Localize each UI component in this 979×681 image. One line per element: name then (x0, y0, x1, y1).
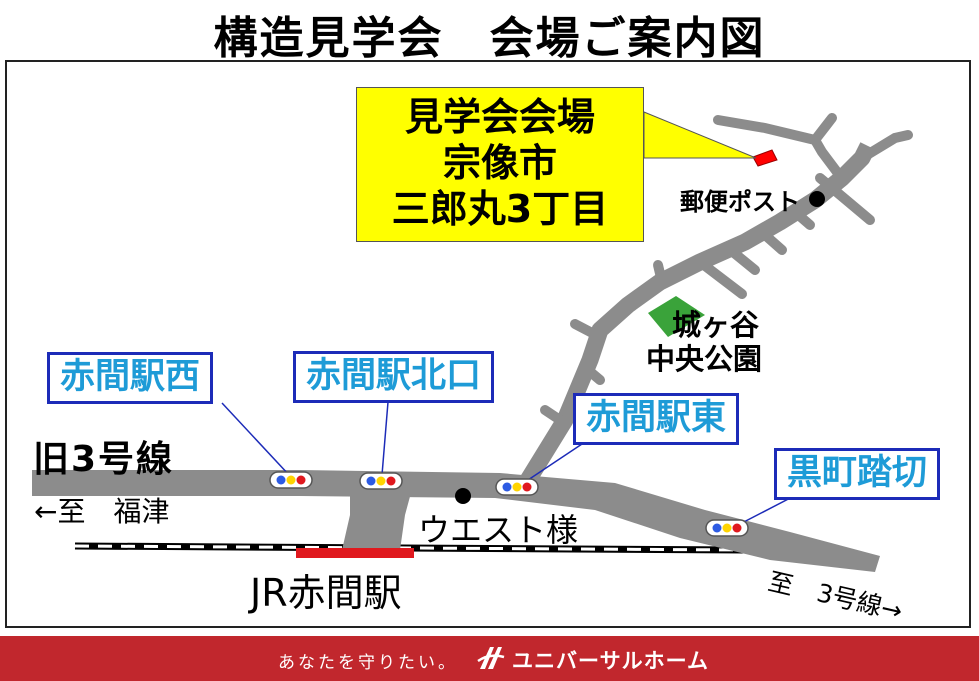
map-frame (5, 60, 971, 628)
station-platform-bar (296, 548, 414, 558)
venue-area-streets (540, 113, 913, 425)
venue-callout: 見学会会場 宗像市 三郎丸3丁目 (356, 87, 644, 242)
venue-callout-pointer (643, 111, 757, 159)
universal-home-logo-icon (477, 647, 505, 669)
venue-line-2: 宗像市 (442, 141, 557, 185)
west-label: ウエスト様 (418, 511, 579, 549)
page-title: 構造見学会 会場ご案内図 (213, 13, 766, 64)
west-dot (455, 488, 471, 504)
traffic-signal-icon (269, 471, 313, 489)
park-label-line-2: 中央公園 (646, 342, 763, 376)
footer-tagline: あなたを守りたい。 (278, 653, 458, 673)
old-route-3-road (32, 470, 880, 572)
traffic-signal-icon (495, 478, 539, 496)
footer-banner: あなたを守りたい。 ユニバーサルホーム (0, 636, 979, 681)
venue-line-3: 三郎丸3丁目 (391, 187, 609, 231)
footer-brand: ユニバーサルホーム (512, 649, 709, 673)
post-office-label: 郵便ポスト (680, 188, 800, 216)
venue-marker (752, 149, 778, 167)
signal-label-akamaeki-higashi: 赤間駅東 (573, 393, 740, 445)
to-fukutsu-label: ←至 福津 (34, 495, 170, 528)
post-office-dot (809, 191, 825, 207)
traffic-signal-icon (359, 472, 403, 490)
old-route-3-label: 旧3号線 (33, 439, 175, 480)
signal-label-akamaeki-nishi: 赤間駅西 (47, 352, 214, 404)
venue-line-1: 見学会会場 (404, 95, 595, 139)
signal-label-akamaeki-kitaguchi: 赤間駅北口 (293, 351, 495, 403)
park-area (648, 296, 705, 337)
signal-label-kuromachi-fumikiri: 黒町踏切 (774, 448, 941, 500)
park-label-line-1: 城ヶ谷 (672, 308, 760, 342)
station-label: JR赤間駅 (250, 571, 402, 615)
traffic-signal-icon (705, 519, 749, 537)
